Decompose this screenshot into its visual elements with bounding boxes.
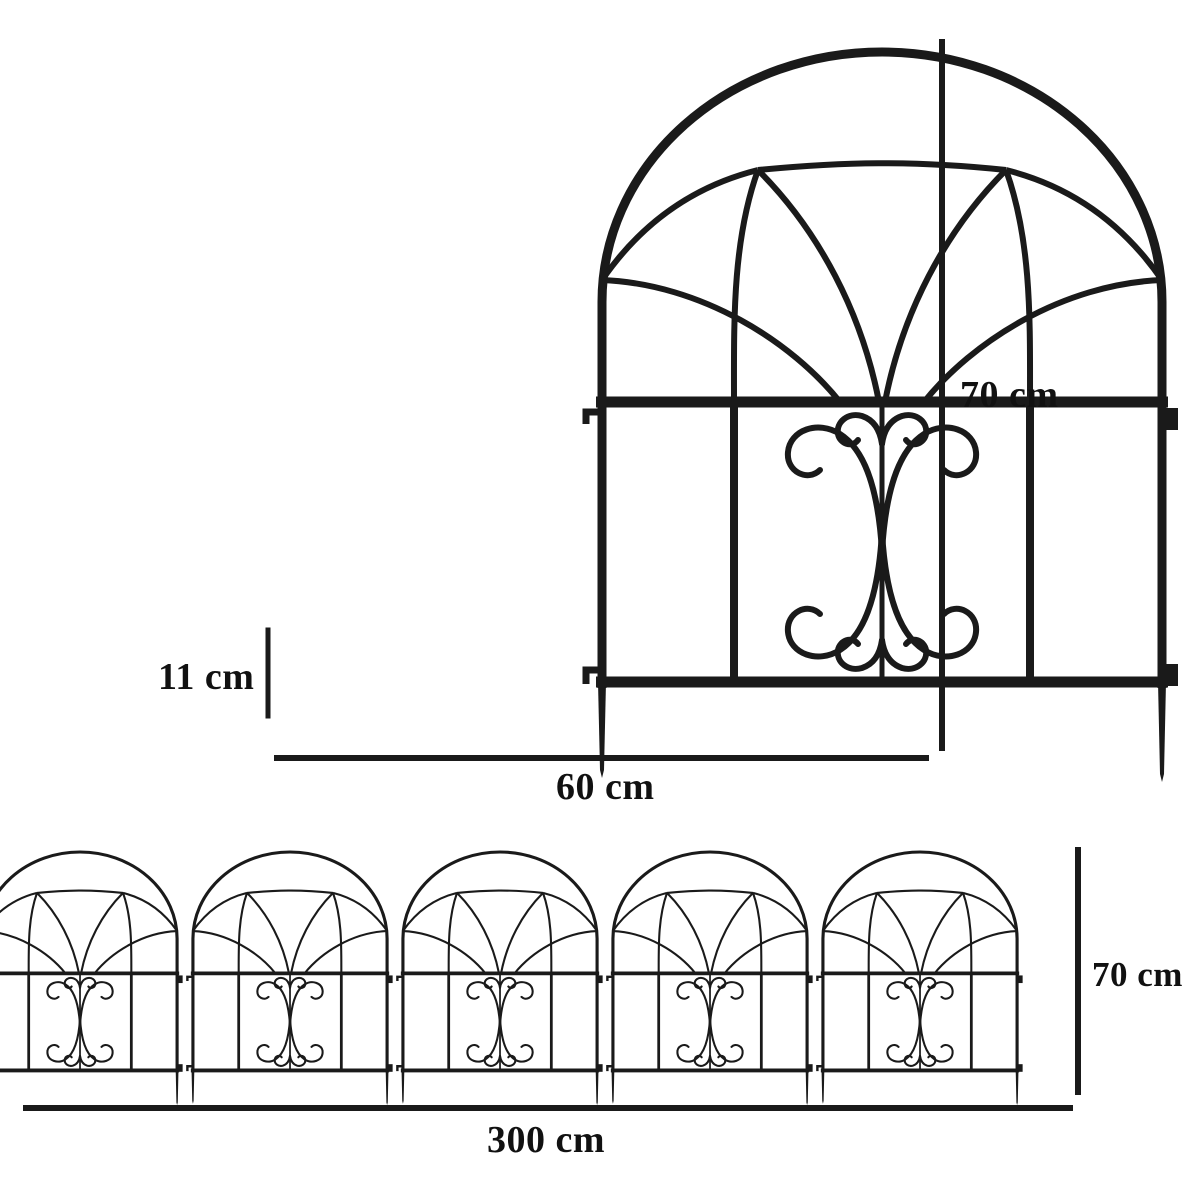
height-label-bottom: 70 cm [1092,955,1183,994]
row-panel [395,850,605,1107]
stake-length-label: 11 cm [158,656,255,698]
row-panel [605,850,815,1107]
assembled-row-illustration [0,850,1025,1107]
row-panel [185,850,395,1107]
row-panel [815,850,1025,1107]
single-panel-illustration [586,52,1178,782]
width-label-bottom: 300 cm [487,1119,606,1161]
height-label-top: 70 cm [960,374,1059,416]
width-label-top: 60 cm [556,766,655,808]
row-panel [0,850,185,1107]
